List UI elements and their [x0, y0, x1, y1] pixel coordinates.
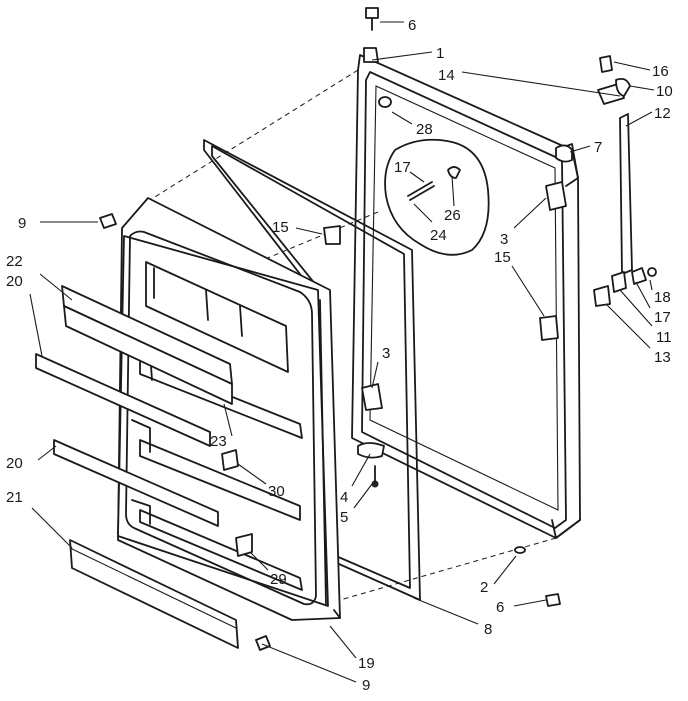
label-14: 14 [438, 67, 455, 84]
label-20-mid: 20 [6, 455, 23, 472]
label-15-right: 15 [494, 249, 511, 266]
label-24: 24 [430, 227, 447, 244]
label-12: 12 [654, 105, 671, 122]
label-23: 23 [210, 433, 227, 450]
label-15-left: 15 [272, 219, 289, 236]
screws [99, 7, 561, 651]
label-22: 22 [6, 253, 23, 270]
detail-inset [384, 138, 490, 256]
label-17-right: 17 [654, 309, 671, 326]
label-11: 11 [656, 329, 672, 346]
label-16: 16 [652, 63, 669, 80]
label-4: 4 [340, 489, 348, 506]
label-17-inset: 17 [394, 159, 411, 176]
label-3-lower: 3 [382, 345, 390, 362]
label-20-top: 20 [6, 273, 23, 290]
hinge-parts-right [593, 55, 657, 307]
label-26: 26 [444, 207, 461, 224]
label-30: 30 [268, 483, 285, 500]
door-shelves [35, 285, 239, 649]
label-9-top: 9 [18, 215, 26, 232]
label-10: 10 [656, 83, 673, 100]
label-8: 8 [484, 621, 492, 638]
label-5: 5 [340, 509, 348, 526]
label-29: 29 [270, 571, 287, 588]
label-3-upper: 3 [500, 231, 508, 248]
leader-lines [29, 21, 655, 683]
door-liner [117, 197, 341, 621]
label-19: 19 [358, 655, 375, 672]
label-18: 18 [654, 289, 671, 306]
label-21: 21 [6, 489, 23, 506]
upper-hinge [363, 47, 573, 211]
label-1: 1 [436, 45, 444, 62]
label-2: 2 [480, 579, 488, 596]
label-28: 28 [416, 121, 433, 138]
label-6-bottom: 6 [496, 599, 504, 616]
label-6-top: 6 [408, 17, 416, 34]
label-7: 7 [594, 139, 602, 156]
label-9-bottom: 9 [362, 677, 370, 694]
part-labels: 6 1 14 16 10 12 28 7 17 26 24 3 15 18 17… [6, 17, 673, 694]
label-13: 13 [654, 349, 671, 366]
mid-hinge-bracket [323, 225, 559, 341]
